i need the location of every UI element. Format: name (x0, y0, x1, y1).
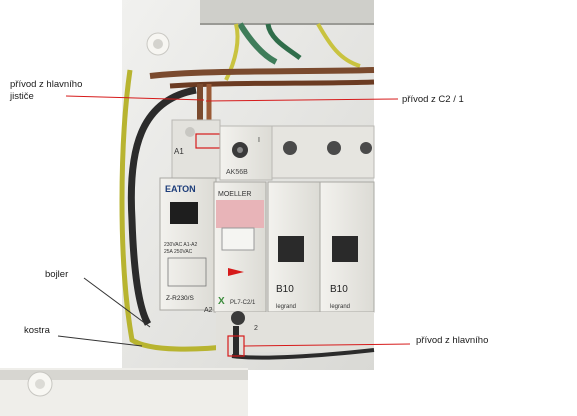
label-a2: A2 (204, 307, 213, 314)
eaton-model: Z-R230/S (166, 295, 194, 302)
label-roman-one: I (258, 137, 260, 144)
label-eaton: EATON (165, 184, 196, 194)
leader-main-feed-bottom (243, 343, 411, 347)
label-ak56b: AK56B (226, 169, 248, 176)
label-two: 2 (254, 325, 258, 332)
leader-c2 (205, 98, 399, 102)
wire-green-bundle (237, 22, 278, 65)
breaker-1-brand: legrand (276, 304, 296, 310)
annotation-main-feed-bottom: přívod z hlavního (416, 335, 489, 346)
wire-black-left (127, 86, 197, 326)
moeller-model: PL7-C2/1 (230, 300, 256, 306)
eaton-spec-1: 230VAC A1-A2 (164, 242, 197, 248)
annotation-main-feed-line2: jističe (10, 91, 34, 102)
wire-brown-horizontal (149, 67, 375, 79)
breaker-1-rating: B10 (276, 284, 294, 295)
annotation-boiler: bojler (45, 269, 69, 280)
moeller-x-mark: X (218, 296, 225, 307)
top-din-rail (200, 0, 374, 24)
annotation-ground: kostra (24, 325, 50, 336)
label-moeller: MOELLER (218, 191, 251, 198)
annotation-main-feed: přívod z hlavního (10, 79, 83, 90)
eaton-switch (170, 202, 198, 224)
breaker-2-rating: B10 (330, 284, 348, 295)
annotation-c2-feed: přívod z C2 / 1 (402, 94, 464, 105)
leader-boiler (83, 277, 151, 328)
leader-ground (57, 335, 143, 347)
breaker-2-brand: legrand (330, 304, 350, 310)
moeller-pink-toggle (216, 200, 264, 228)
leader-main-feed (65, 95, 205, 101)
eaton-spec-2: 25A 250VAC (164, 249, 193, 255)
label-a1: A1 (174, 147, 184, 156)
